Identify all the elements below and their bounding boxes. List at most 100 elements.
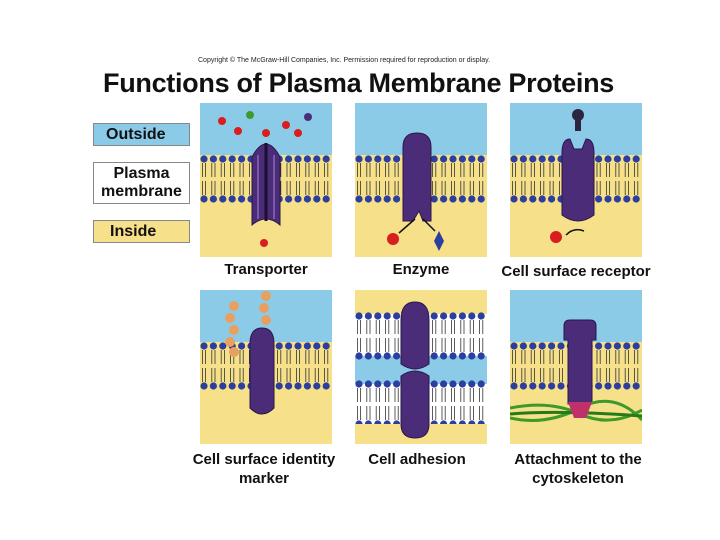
lipid-head	[209, 195, 217, 203]
lipid-head	[355, 352, 363, 360]
lipid-head	[209, 155, 217, 163]
lipid-head	[238, 342, 246, 350]
lipid-head	[275, 382, 283, 390]
lipid-head	[557, 342, 565, 350]
lipid-head	[209, 342, 217, 350]
carbohydrate-chain	[225, 291, 271, 357]
glycoprotein	[249, 327, 275, 415]
legend-membrane-line1: Plasma	[113, 165, 170, 182]
lipid-head	[604, 195, 612, 203]
lipid-head	[477, 312, 485, 320]
lipid-head	[200, 382, 208, 390]
legend-outside-label: Outside	[106, 126, 166, 143]
lipid-head	[519, 155, 527, 163]
legend-membrane-line2: membrane	[101, 183, 182, 200]
lipid-head	[595, 342, 603, 350]
lipid-head	[238, 195, 246, 203]
lipid-head	[200, 195, 208, 203]
attachment-label-line2: cytoskeleton	[532, 470, 624, 487]
lipid-head	[548, 342, 556, 350]
lipid-head	[613, 155, 621, 163]
lipid-head	[374, 155, 382, 163]
lipid-head	[613, 195, 621, 203]
transporter-panel	[200, 103, 332, 257]
lipid-head	[219, 342, 227, 350]
lipid-head	[355, 312, 363, 320]
lipid-head	[322, 382, 330, 390]
lipid-head	[529, 155, 537, 163]
identity-marker-label-line2: marker	[238, 470, 290, 487]
lipid-head	[238, 155, 246, 163]
lipid-head	[219, 195, 227, 203]
lipid-head	[364, 380, 372, 388]
lipid-head	[595, 382, 603, 390]
lipid-head	[285, 155, 293, 163]
lipid-head	[228, 155, 236, 163]
identity-marker-label-line1: Cell surface identity	[192, 451, 336, 468]
lipid-head	[548, 195, 556, 203]
lipid-head	[383, 380, 391, 388]
lipid-head	[200, 342, 208, 350]
lipid-head	[200, 155, 208, 163]
lipid-head	[440, 195, 448, 203]
lipid-head	[440, 352, 448, 360]
lipid-head	[322, 342, 330, 350]
lipid-head	[238, 382, 246, 390]
lipid-head	[374, 380, 382, 388]
identity-marker-panel	[200, 290, 332, 444]
lipid-head	[458, 380, 466, 388]
lipid-head	[477, 352, 485, 360]
legend-outside: Outside	[93, 123, 190, 146]
lipid-head	[303, 155, 311, 163]
lipid-head	[557, 382, 565, 390]
lipid-head	[285, 382, 293, 390]
lipid-head	[519, 382, 527, 390]
lipid-head	[538, 195, 546, 203]
lipid-head	[623, 382, 631, 390]
lipid-head	[303, 342, 311, 350]
lipid-head	[355, 195, 363, 203]
lipid-head	[383, 312, 391, 320]
lipid-head	[468, 155, 476, 163]
enzyme-label: Enzyme	[392, 261, 450, 278]
lipid-head	[538, 342, 546, 350]
adhesion-label: Cell adhesion	[368, 451, 466, 468]
lipid-head	[313, 342, 321, 350]
linker-protein	[568, 402, 592, 418]
cytoskeleton-attachment-panel	[510, 290, 642, 444]
lipid-head	[632, 342, 640, 350]
lipid-head	[393, 195, 401, 203]
lipid-head	[364, 312, 372, 320]
reaction-products	[387, 218, 444, 251]
attachment-label: Attachment to the cytoskeleton	[496, 450, 660, 488]
receptor-label: Cell surface receptor	[501, 263, 651, 280]
lipid-head	[468, 352, 476, 360]
lipid-head	[477, 155, 485, 163]
lipid-head	[303, 382, 311, 390]
lipid-head	[468, 312, 476, 320]
lipid-head	[468, 380, 476, 388]
lipid-head	[613, 382, 621, 390]
lipid-head	[510, 382, 518, 390]
lipid-head	[430, 195, 438, 203]
lipid-bilayer	[510, 155, 640, 203]
lipid-head	[374, 312, 382, 320]
lipid-head	[383, 352, 391, 360]
lipid-head	[604, 382, 612, 390]
lipid-head	[383, 155, 391, 163]
lipid-head	[322, 155, 330, 163]
lipid-head	[632, 382, 640, 390]
legend-inside: Inside	[93, 220, 190, 243]
lipid-head	[604, 155, 612, 163]
lipid-head	[228, 382, 236, 390]
lipid-head	[383, 195, 391, 203]
lipid-head	[430, 312, 438, 320]
lipid-head	[449, 195, 457, 203]
lipid-head	[458, 195, 466, 203]
lipid-head	[355, 380, 363, 388]
lipid-head	[440, 155, 448, 163]
lipid-head	[477, 195, 485, 203]
lipid-head	[393, 352, 401, 360]
lipid-head	[393, 155, 401, 163]
attachment-label-line1: Attachment to the	[514, 451, 642, 468]
